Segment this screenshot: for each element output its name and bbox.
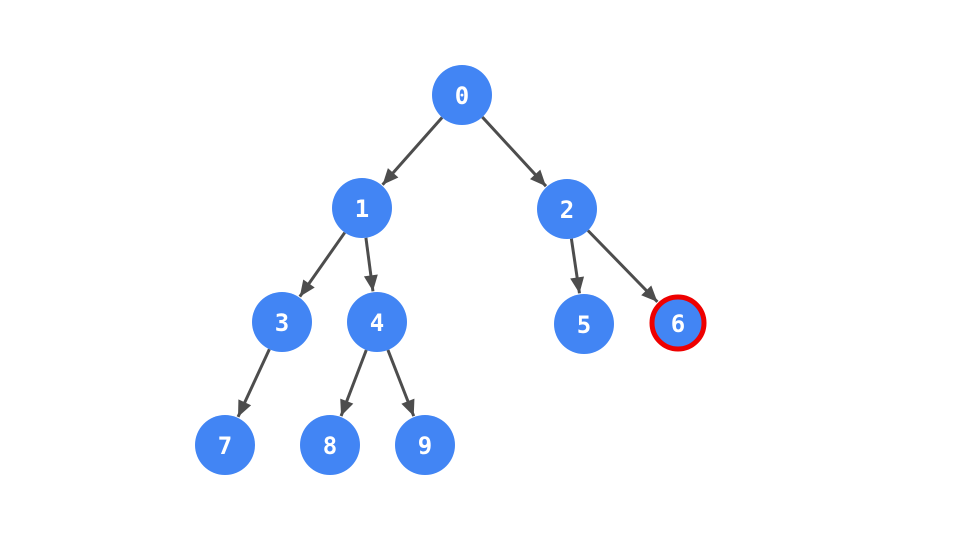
node-circle xyxy=(554,294,614,354)
tree-node-3: 3 xyxy=(252,292,312,352)
tree-edge-4-9 xyxy=(386,349,416,417)
tree-node-4: 4 xyxy=(347,292,407,352)
tree-edge-2-6 xyxy=(586,229,659,303)
tree-edge-1-3 xyxy=(298,231,346,298)
node-circle xyxy=(432,65,492,125)
node-circle xyxy=(300,415,360,475)
tree-edge-0-1 xyxy=(381,116,444,186)
tree-node-0: 0 xyxy=(432,65,492,125)
tree-node-7: 7 xyxy=(195,415,255,475)
edge-layer xyxy=(236,116,659,418)
node-circle xyxy=(332,178,392,238)
tree-edge-3-7 xyxy=(236,348,271,418)
node-circle xyxy=(195,415,255,475)
node-circle xyxy=(395,415,455,475)
tree-edge-0-2 xyxy=(481,116,548,188)
tree-edge-1-4 xyxy=(363,237,378,292)
tree-node-6: 6 xyxy=(649,294,707,352)
highlighted-node-circle xyxy=(649,294,707,352)
node-circle xyxy=(537,179,597,239)
tree-node-9: 9 xyxy=(395,415,455,475)
node-circle xyxy=(347,292,407,352)
node-circle xyxy=(252,292,312,352)
tree-edge-2-5 xyxy=(569,238,585,294)
tree-node-1: 1 xyxy=(332,178,392,238)
tree-node-5: 5 xyxy=(554,294,614,354)
tree-node-8: 8 xyxy=(300,415,360,475)
tree-edge-4-8 xyxy=(339,349,368,417)
tree-node-2: 2 xyxy=(537,179,597,239)
